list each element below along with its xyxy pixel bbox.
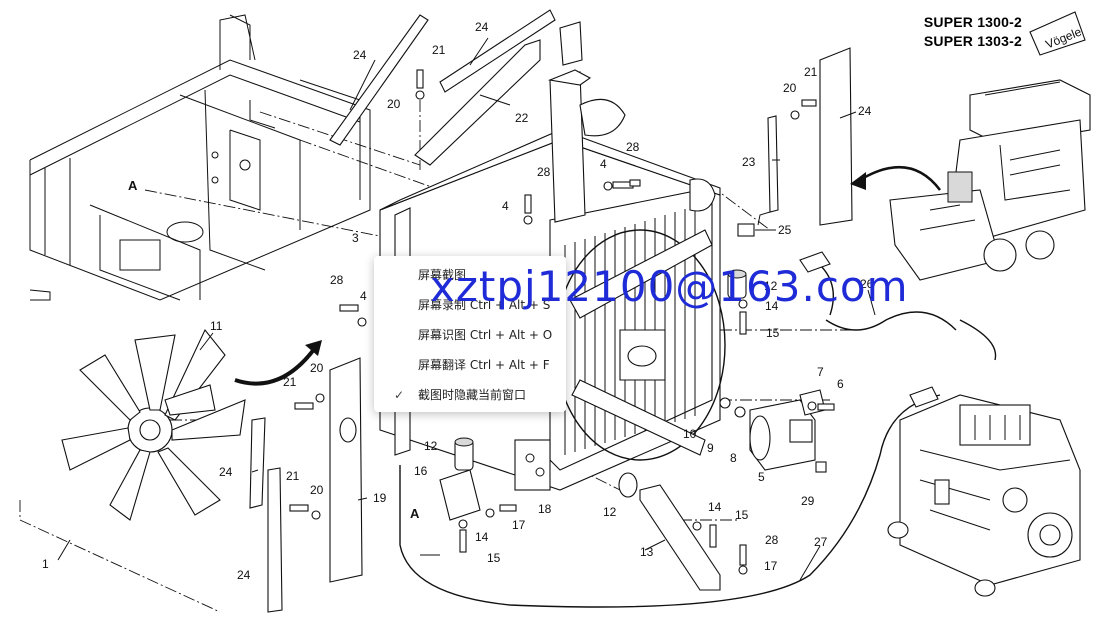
callout-28: 28 [765, 533, 779, 547]
callout-21: 21 [804, 65, 818, 79]
leader-lines [57, 37, 876, 581]
callout-13: 13 [640, 545, 654, 559]
callout-8: 8 [730, 451, 737, 465]
callout-12: 12 [424, 439, 438, 453]
callout-16: 16 [414, 464, 428, 478]
arrow-icon [850, 172, 866, 190]
menu-item-label: 屏幕截图 [418, 268, 467, 282]
menu-item-hide-window[interactable]: ✓ 截图时隐藏当前窗口 [374, 380, 566, 410]
callout-1: 1 [42, 557, 49, 571]
callout-12: 12 [603, 505, 617, 519]
callout-6: 6 [837, 377, 844, 391]
callout-15: 15 [735, 508, 749, 522]
bracket-23 [757, 115, 779, 226]
callout-10: 10 [683, 427, 697, 441]
callout-20: 20 [310, 483, 324, 497]
callout-21: 21 [283, 375, 297, 389]
callout-20: 20 [783, 81, 797, 95]
mount-brackets [439, 269, 747, 591]
fan-assembly [61, 328, 246, 521]
hydraulic-motor [719, 389, 826, 471]
callout-24: 24 [237, 568, 251, 582]
radiator-fins [564, 206, 696, 455]
callout-24: 24 [219, 465, 233, 479]
check-icon: ✓ [394, 388, 405, 402]
callout-7: 7 [817, 365, 824, 379]
engine-illustration [887, 394, 1081, 597]
callout-3: 3 [352, 231, 359, 245]
callout-22: 22 [515, 111, 529, 125]
callout-23: 23 [742, 155, 756, 169]
menu-item-screen-record[interactable]: 屏幕录制 Ctrl + Alt + S [374, 290, 566, 320]
callout-18: 18 [538, 502, 552, 516]
callout-28: 28 [537, 165, 551, 179]
callout-25: 25 [778, 223, 792, 237]
callout-11: 11 [210, 319, 223, 333]
menu-item-screen-translate[interactable]: 屏幕翻译 Ctrl + Alt + F [374, 350, 566, 380]
callout-21: 21 [286, 469, 300, 483]
paver-illustration [889, 79, 1091, 281]
screenshot-context-menu: 屏幕截图 屏幕录制 Ctrl + Alt + S 屏幕识图 Ctrl + Alt… [374, 256, 566, 412]
callout-15: 15 [487, 551, 501, 565]
expansion-pipe [547, 21, 626, 223]
arrow-icon [305, 340, 322, 356]
fasteners [289, 69, 835, 575]
callout-28: 28 [330, 273, 344, 287]
callout-24: 24 [475, 20, 489, 34]
arrow-icon [234, 346, 317, 386]
seal-strips [249, 9, 853, 613]
callout-28: 28 [626, 140, 640, 154]
menu-item-label: 截图时隐藏当前窗口 [418, 388, 527, 402]
menu-item-label: 屏幕录制 Ctrl + Alt + S [418, 298, 551, 312]
view-reference-a: A [128, 178, 138, 193]
callout-20: 20 [387, 97, 401, 111]
callout-14: 14 [708, 500, 722, 514]
brand-logo: Vögele [1029, 11, 1086, 56]
callout-14: 14 [475, 530, 489, 544]
callout-20: 20 [310, 361, 324, 375]
callout-29: 29 [801, 494, 815, 508]
callout-17: 17 [512, 518, 526, 532]
callout-24: 24 [353, 48, 367, 62]
callout-15: 15 [766, 326, 780, 340]
callout-4: 4 [600, 157, 607, 171]
menu-item-screenshot[interactable]: 屏幕截图 [374, 260, 566, 290]
hoses [399, 251, 997, 608]
arrow-icon [859, 165, 941, 191]
callout-5: 5 [758, 470, 765, 484]
fittings [737, 223, 827, 473]
model-title-1: SUPER 1300-2 [923, 14, 1022, 30]
watermark-text: xztpj12100@163.com [430, 262, 909, 311]
callout-9: 9 [707, 441, 714, 455]
callout-4: 4 [502, 199, 509, 213]
menu-item-label: 屏幕识图 Ctrl + Alt + O [418, 328, 553, 342]
callout-26: 26 [860, 277, 874, 291]
callout-19: 19 [373, 491, 387, 505]
callout-24: 24 [858, 104, 872, 118]
callout-labels: 1 3 4 4 4 5 6 7 8 9 10 11 12 12 12 13 14… [42, 20, 874, 582]
callout-27: 27 [814, 535, 828, 549]
menu-item-label: 屏幕翻译 Ctrl + Alt + F [418, 358, 550, 372]
callout-4: 4 [360, 289, 367, 303]
view-reference-a: A [410, 506, 420, 521]
callout-14: 14 [765, 299, 779, 313]
machine-frame [29, 14, 371, 301]
menu-item-screen-ocr[interactable]: 屏幕识图 Ctrl + Alt + O [374, 320, 566, 350]
callout-12: 12 [764, 279, 778, 293]
callout-21: 21 [432, 43, 446, 57]
model-title-2: SUPER 1303-2 [923, 33, 1022, 49]
callout-17: 17 [764, 559, 778, 573]
